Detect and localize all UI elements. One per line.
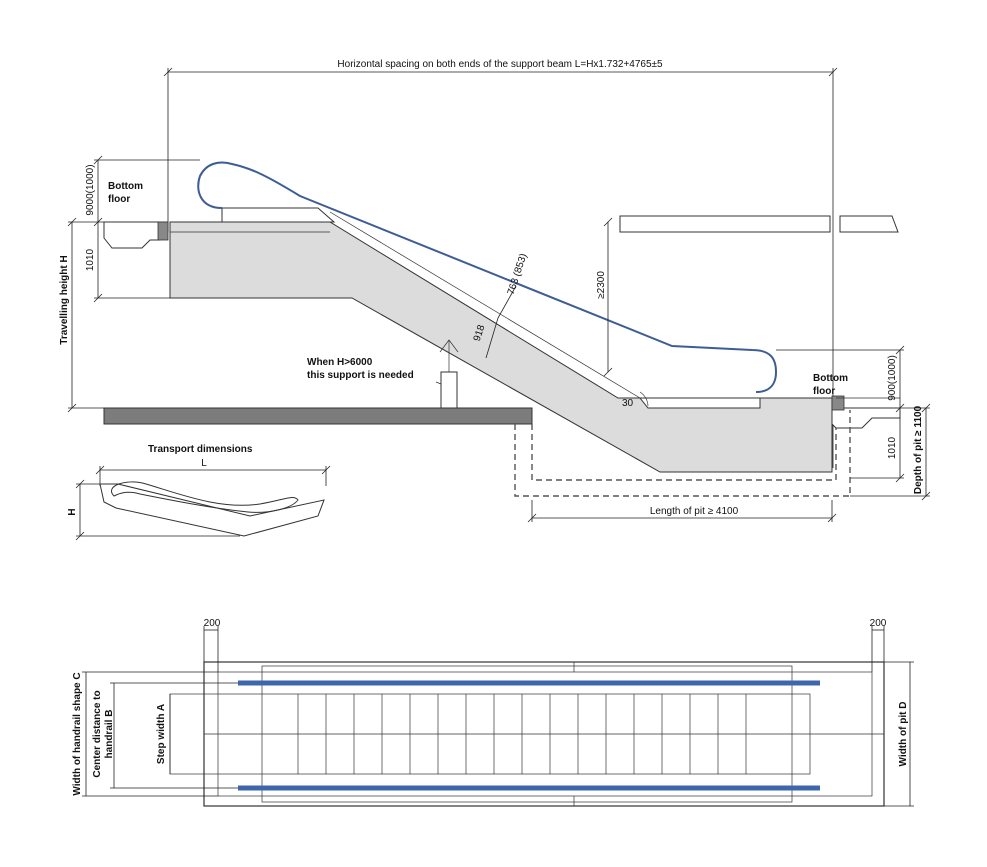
lower-floor-edge bbox=[831, 395, 845, 411]
ground-slab bbox=[103, 407, 533, 425]
center-distance-label-1: Center distance to bbox=[92, 690, 103, 777]
transport-H-label: H bbox=[67, 508, 78, 515]
pit-length-dimension bbox=[527, 500, 837, 523]
upper-step-band bbox=[221, 207, 336, 223]
incline-918-label: 918 bbox=[472, 323, 488, 343]
incline-763-label: 763 (853) bbox=[506, 252, 530, 296]
handrail-shape-label: Width of handrail shape C bbox=[72, 672, 83, 795]
clearance-label: ≥2300 bbox=[596, 271, 607, 299]
ceiling-beam-left bbox=[619, 215, 831, 233]
upper-rail-height-label: 9000(1000) bbox=[85, 164, 96, 215]
pit-length-label: Length of pit ≥ 4100 bbox=[650, 506, 739, 517]
clearance-dimension bbox=[603, 217, 613, 377]
plan-200-left: 200 bbox=[204, 618, 221, 629]
bottom-floor-label-1: Bottom bbox=[813, 373, 848, 384]
transport-L-label: L bbox=[201, 458, 207, 469]
transport-outline bbox=[99, 481, 325, 537]
center-distance-label-2: handrail B bbox=[104, 710, 115, 759]
pit-inner bbox=[531, 424, 837, 481]
support-note-line1: When H>6000 bbox=[307, 357, 373, 368]
angle-label: 30 bbox=[622, 398, 634, 409]
intermediate-support bbox=[435, 339, 459, 409]
pit-outline bbox=[514, 410, 851, 497]
ceiling-beam-right bbox=[839, 215, 899, 233]
pit-depth-dimension bbox=[850, 403, 931, 501]
pit-width-label: Width of pit D bbox=[898, 702, 909, 767]
lower-floor-landing bbox=[831, 407, 901, 429]
travelling-height-dimension bbox=[67, 217, 104, 413]
lower-step-band bbox=[638, 397, 761, 409]
plan-200-right: 200 bbox=[870, 618, 887, 629]
top-floor-label-1: Bottom bbox=[108, 181, 143, 192]
top-floor-label-2: floor bbox=[108, 194, 130, 205]
step-width-label: Step width A bbox=[156, 704, 167, 764]
lower-1010-dimension bbox=[850, 418, 905, 483]
upper-1010-label: 1010 bbox=[85, 248, 96, 271]
plan-view bbox=[82, 626, 914, 807]
lower-1010-label: 1010 bbox=[887, 436, 898, 459]
handrail-profile bbox=[197, 161, 778, 393]
lower-rail-height-label: 900(1000) bbox=[887, 355, 898, 401]
escalator-truss bbox=[169, 221, 833, 473]
travelling-height-label: Travelling height H bbox=[59, 255, 70, 344]
upper-floor-edge bbox=[157, 221, 169, 241]
pit-depth-label: Depth of pit ≥ 1100 bbox=[913, 405, 924, 494]
incline-dimensions bbox=[485, 285, 517, 359]
beam-spacing-label: Horizontal spacing on both ends of the s… bbox=[337, 59, 663, 70]
angle-arc bbox=[639, 391, 649, 407]
transport-title: Transport dimensions bbox=[148, 444, 253, 455]
bottom-floor-label-2: floor bbox=[813, 386, 835, 397]
upper-1010-dimension bbox=[93, 222, 170, 303]
transport-dimension-lines bbox=[75, 465, 331, 541]
support-note-line2: this support is needed bbox=[307, 370, 414, 381]
